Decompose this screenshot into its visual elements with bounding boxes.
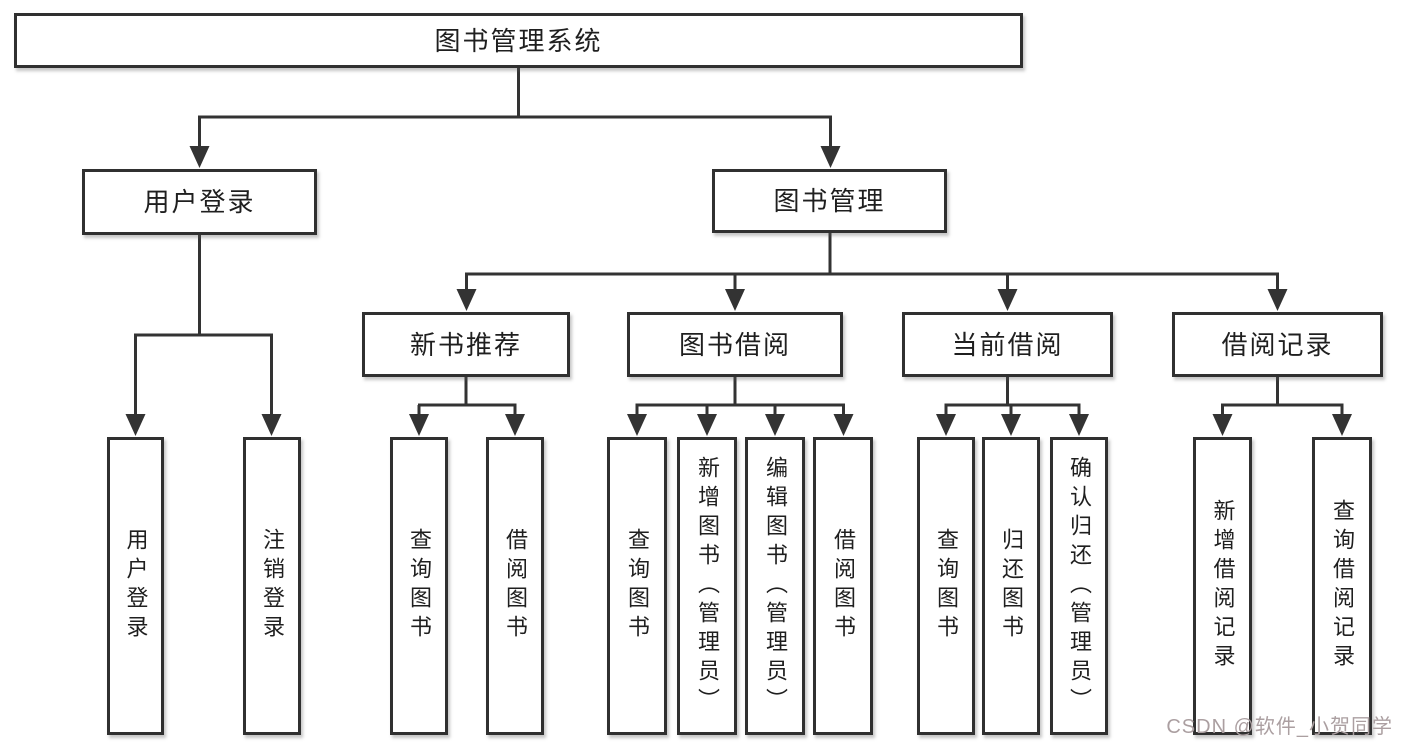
leaf-borrow-add-books-admin: 新增图书（管理员）	[677, 437, 737, 735]
node-label: 用户登录	[143, 187, 256, 217]
node-label: 借阅图书	[503, 528, 528, 644]
leaf-user-login: 用户登录	[107, 437, 164, 735]
leaf-recommend-borrow-books: 借阅图书	[486, 437, 544, 735]
node-user-login: 用户登录	[82, 169, 317, 235]
node-label: 图书管理	[773, 186, 886, 216]
node-label: 图书借阅	[678, 329, 791, 360]
node-label: 查询图书	[625, 528, 650, 644]
node-label: 编辑图书（管理员）	[763, 455, 788, 717]
node-label: 借阅记录	[1221, 329, 1334, 360]
leaf-recommend-query-books: 查询图书	[390, 437, 448, 735]
node-label: 查询借阅记录	[1330, 499, 1355, 673]
leaf-current-confirm-return-admin: 确认归还（管理员）	[1050, 437, 1108, 735]
node-label: 确认归还（管理员）	[1067, 455, 1092, 717]
node-label: 用户登录	[123, 528, 149, 644]
node-label: 图书管理系统	[434, 25, 603, 56]
leaf-borrow-edit-books-admin: 编辑图书（管理员）	[745, 437, 805, 735]
node-label: 新书推荐	[409, 329, 522, 360]
node-label: 归还图书	[999, 528, 1024, 644]
node-label: 注销登录	[260, 528, 285, 644]
node-book-borrow: 图书借阅	[627, 312, 843, 377]
node-borrow-records: 借阅记录	[1172, 312, 1383, 377]
leaf-borrow-borrow-books: 借阅图书	[813, 437, 873, 735]
node-label: 借阅图书	[831, 528, 856, 644]
node-label: 当前借阅	[951, 329, 1064, 360]
leaf-logout: 注销登录	[243, 437, 301, 735]
node-label: 新增图书（管理员）	[695, 455, 720, 717]
node-label: 查询图书	[407, 528, 432, 644]
leaf-current-return-books: 归还图书	[982, 437, 1040, 735]
node-new-book-recommend: 新书推荐	[362, 312, 570, 377]
csdn-watermark: CSDN @软件_小贺同学	[1166, 716, 1393, 738]
node-library-management-system: 图书管理系统	[14, 13, 1023, 68]
node-label: 查询图书	[934, 528, 959, 644]
leaf-records-query-record: 查询借阅记录	[1312, 437, 1372, 735]
node-book-management: 图书管理	[712, 169, 947, 233]
leaf-records-add-record: 新增借阅记录	[1193, 437, 1252, 735]
node-label: 新增借阅记录	[1210, 499, 1236, 673]
leaf-current-query-books: 查询图书	[917, 437, 975, 735]
node-current-borrow: 当前借阅	[902, 312, 1113, 377]
leaf-borrow-query-books: 查询图书	[607, 437, 667, 735]
